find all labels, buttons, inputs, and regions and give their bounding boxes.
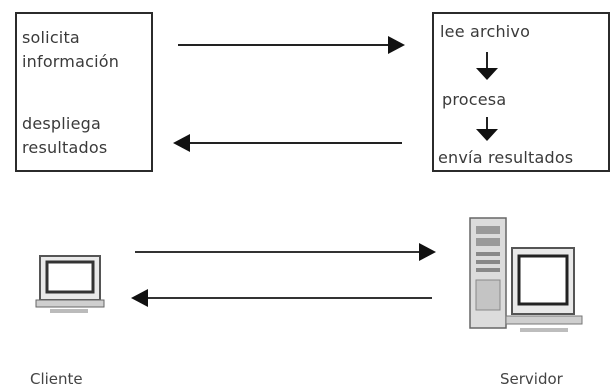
client-process-box	[15, 12, 153, 172]
server-step-process: procesa	[442, 90, 507, 109]
client-step-display-cont: resultados	[22, 138, 108, 157]
client-step-display: despliega	[22, 114, 101, 133]
request-arrow	[178, 36, 405, 54]
network-response-arrow	[131, 289, 432, 307]
flow-arrow-process-to-send	[476, 117, 498, 141]
network-request-arrow	[135, 243, 436, 261]
server-label: Servidor	[500, 370, 563, 388]
response-arrow	[173, 134, 402, 152]
client-step-request-cont: información	[22, 52, 120, 71]
flow-arrow-read-to-process	[476, 52, 498, 80]
client-label: Cliente	[30, 370, 83, 388]
computer-monitor-icon	[35, 255, 105, 313]
client-step-request: solicita	[22, 28, 80, 47]
server-step-read-file: lee archivo	[440, 22, 531, 41]
server-process-box	[432, 12, 610, 172]
server-tower-icon	[469, 217, 583, 332]
server-step-send-results: envía resultados	[438, 148, 574, 167]
